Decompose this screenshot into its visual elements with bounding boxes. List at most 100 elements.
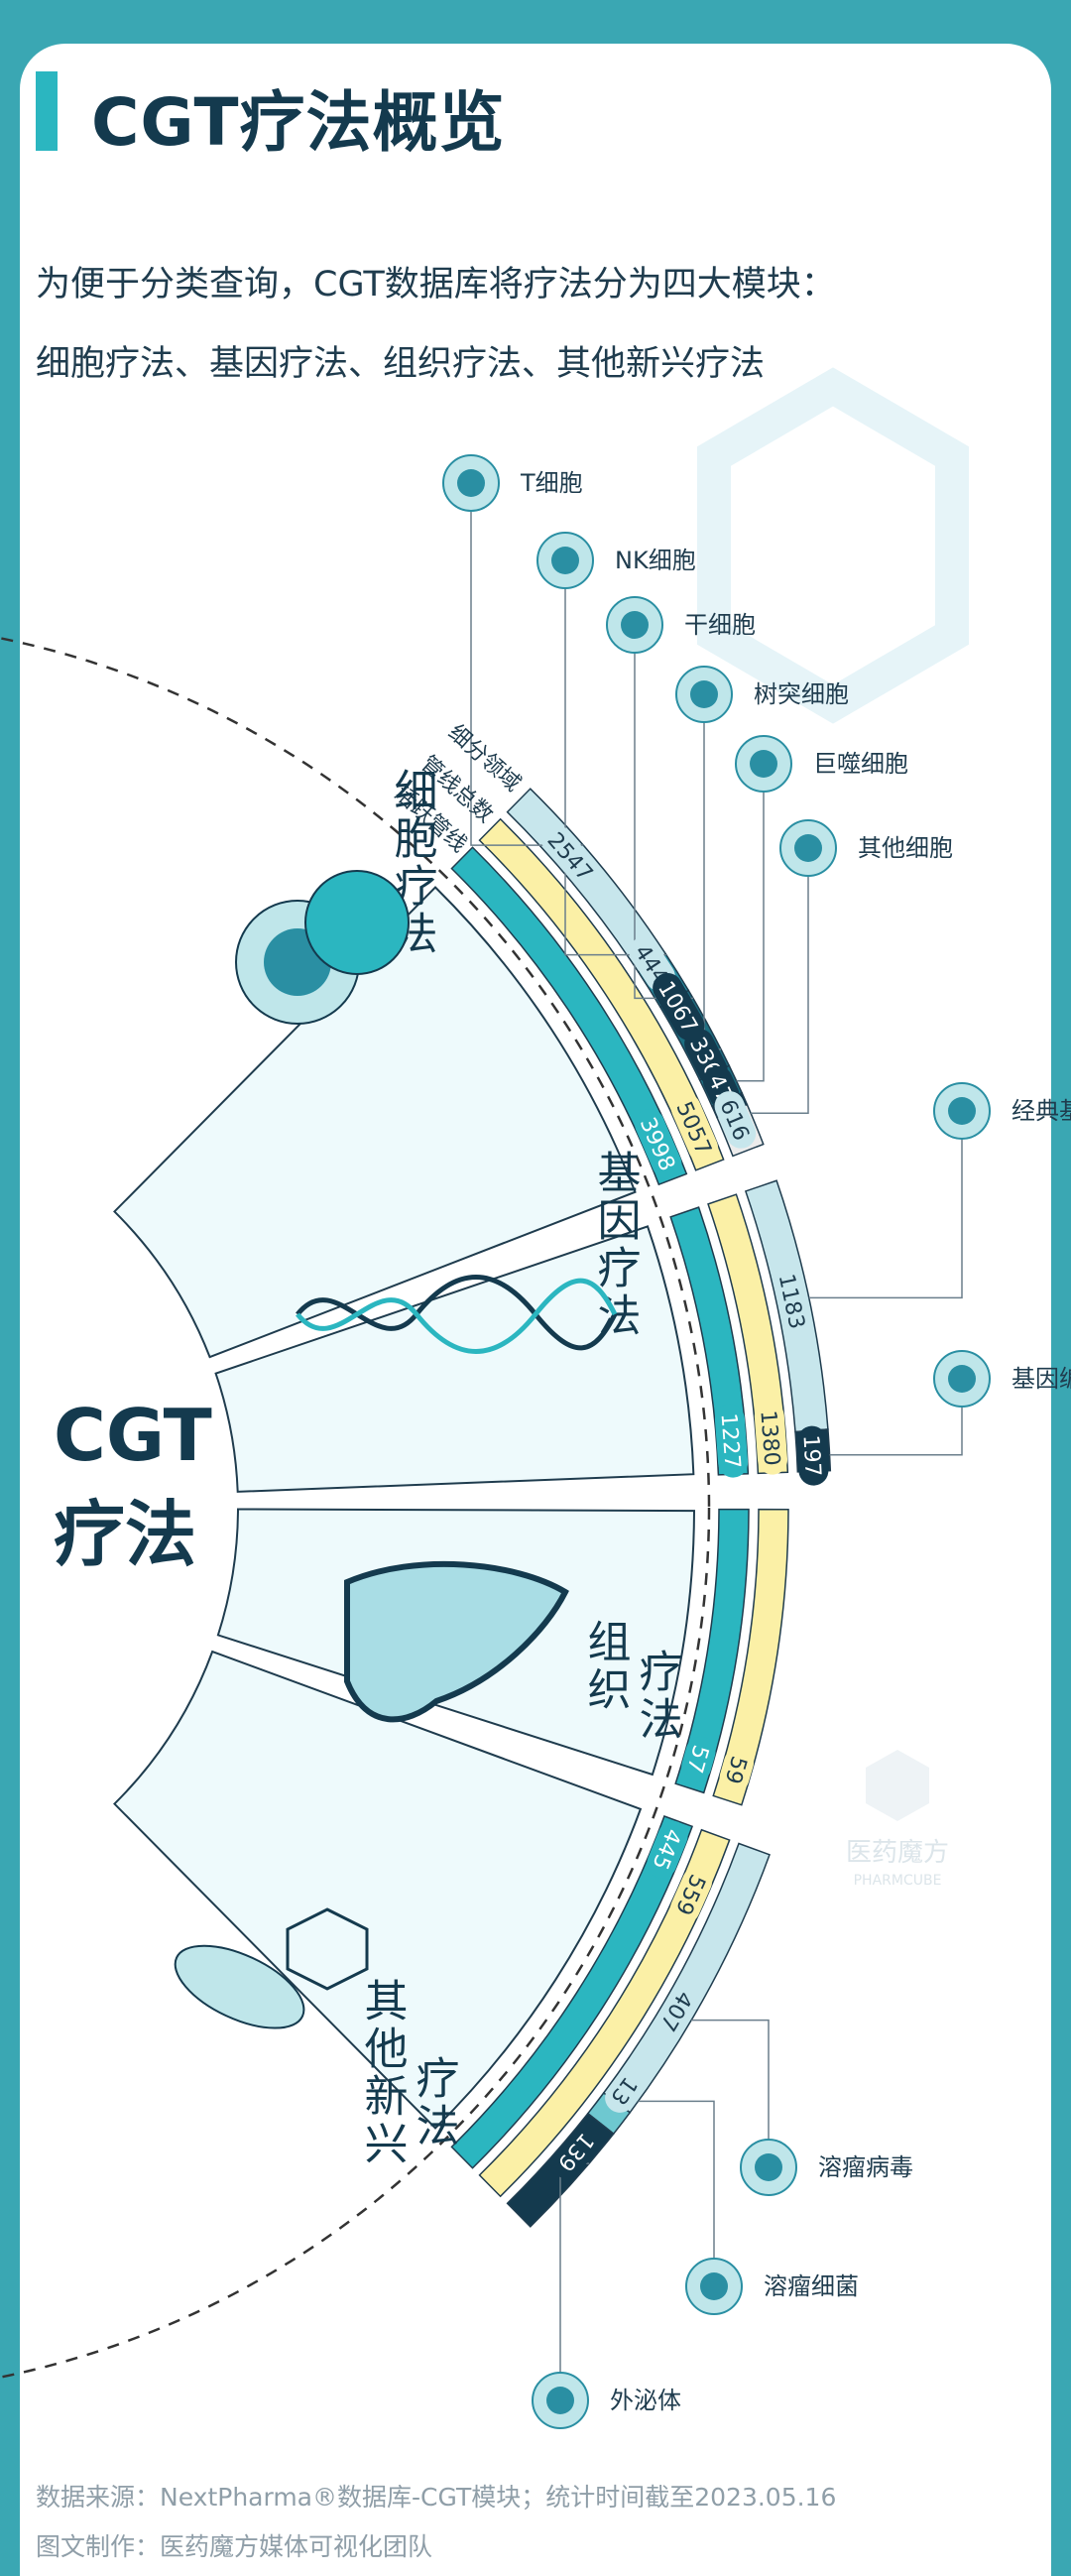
sub-pill-4-2-bg [605,2069,645,2113]
outer-dashed-circle [0,637,710,2379]
liver-icon [344,1560,569,1723]
cell-nucleus [551,547,579,574]
watermark-sub: PHARMCUBE [854,1873,942,1889]
sub-pill-4-1-bg [654,1984,700,2039]
callout-icon-1-5 [735,735,792,793]
callout-label-1-5: 巨噬细胞 [813,750,908,778]
callouts: T细胞NK细胞干细胞树突细胞巨噬细胞其他细胞经典基因疗法基因编辑疗法溶瘤病毒溶瘤… [442,454,1071,2429]
module-title-4: 其他新兴 [357,1978,409,2168]
cell-nucleus [546,2387,574,2414]
callout-icon-2-1 [933,1082,991,1140]
active-pill-2: 1227 [714,1404,749,1478]
total-pill-4-bg [669,1866,713,1924]
dna-strand-1 [296,1275,618,1351]
callout-label-1-4: 树突细胞 [754,680,849,708]
sub-pill-2-2-value: 197 [798,1434,825,1477]
cell-therapy-icon [235,870,410,1025]
total-pill-3: 59 [719,1747,755,1793]
active-bar-4 [450,1815,694,2169]
total-pill-2: 1380 [754,1401,788,1475]
active-pill-2-value: 1227 [716,1412,745,1470]
footer-source: 数据来源：NextPharma®数据库-CGT模块；统计时间截至2023.05.… [36,2483,837,2512]
title-accent-bar [36,71,58,151]
callout-line-1-4 [703,722,722,1050]
total-pill-3-bg [719,1747,755,1793]
cell-nucleus [750,750,777,778]
total-bar-1 [478,817,725,1171]
active-pill-3-bg [681,1736,716,1782]
active-pill-2-bg [714,1404,749,1478]
callout-line-2-1 [808,1139,963,1299]
active-bar-1 [450,846,688,1186]
total-pill-2-value: 1380 [755,1410,783,1467]
footer-credit: 图文制作：医药魔方媒体可视化团队 [36,2532,433,2561]
total-bar-3 [712,1508,789,1806]
sub-pill-2-2-bg [796,1425,829,1486]
active-bar-3 [674,1508,750,1794]
module-panel-2 [214,1225,695,1493]
callout-label-2-1: 经典基因疗法 [1012,1097,1071,1125]
callout-label-4-3: 外泌体 [610,2387,681,2414]
callout-label-1-1: T细胞 [520,469,583,497]
callout-icon-2-2 [933,1350,991,1408]
module-title-4-line2: 疗法 [409,2055,459,2150]
callout-line-2-2 [829,1407,963,1456]
sub-pill-4-3-bg [551,2126,601,2179]
sub-pill-2-2: 197 [796,1425,829,1486]
bacteria-icon [174,1944,305,2029]
center-label-line1: CGT [54,1394,212,1477]
dna-strand-2 [296,1278,618,1354]
callout-label-1-3: 干细胞 [684,611,756,639]
module-title-3-line2: 疗法 [632,1649,682,1744]
callout-label-1-6: 其他细胞 [858,834,953,862]
virus-icon [286,1907,369,1991]
total-pill-1-bg [670,1093,719,1164]
callout-icon-1-1 [442,454,500,512]
cell-nucleus [794,834,822,862]
callout-icon-1-2 [536,532,594,589]
sub-pill-1-1-bg [541,824,600,888]
total-pill-2-bg [754,1401,788,1475]
module-title-2: 基因疗法 [590,1150,641,1340]
watermark-hexagon [697,367,969,724]
callout-label-4-2: 溶瘤细菌 [764,2272,859,2300]
module-panel-1 [113,886,637,1359]
callout-icon-4-1 [740,2139,797,2196]
cell-nucleus [948,1097,976,1125]
callout-label-1-2: NK细胞 [615,547,696,574]
callout-icon-1-6 [779,819,837,877]
active-pill-4-bg [647,1820,688,1879]
cell-nucleus [690,680,718,708]
active-pill-3: 57 [681,1736,716,1782]
virus-bacteria-icon [174,1907,369,2029]
module-title-3: 组织 [580,1619,631,1714]
intro-line-1: 为便于分类查询，CGT数据库将疗法分为四大模块： [36,265,836,305]
callout-line-1-5 [736,792,765,1082]
cell-nucleus [755,2153,782,2181]
sub-pill-1-3-bg [653,972,705,1041]
intro-line-2: 细胞疗法、基因疗法、组织疗法、其他新兴疗法 [36,344,766,384]
page-title: CGT疗法概览 [91,84,506,161]
dna-icon [296,1275,618,1354]
callout-label-4-1: 溶瘤病毒 [818,2153,913,2181]
callout-icon-4-3 [532,2372,589,2429]
sub-pill-2-1-bg [773,1265,812,1338]
active-pill-4: 445 [647,1820,688,1879]
callout-icon-1-4 [675,666,733,723]
total-bar-4 [478,1828,731,2198]
cell-nucleus [700,2272,728,2300]
callout-icon-1-3 [606,596,663,654]
callout-icon-4-2 [685,2258,743,2315]
callout-line-1-6 [751,876,809,1114]
liver-shape [344,1560,569,1723]
cell-outline-2 [304,870,410,975]
callout-line-4-2 [638,2100,715,2314]
sub-pill-1-6-bg [714,1091,757,1149]
callout-line-4-1 [691,2019,770,2195]
cell-nucleus [457,469,485,497]
cell-nucleus [948,1365,976,1393]
